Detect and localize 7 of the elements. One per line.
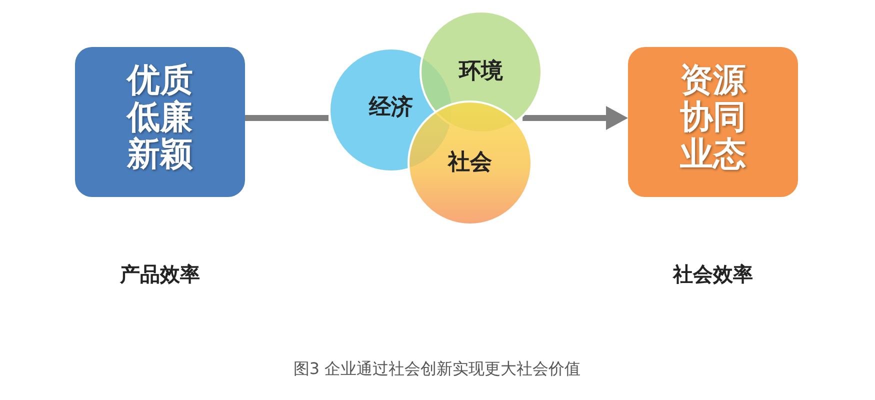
rounded-box: 资源协同业态 <box>628 47 798 197</box>
connector-line <box>245 115 328 121</box>
box-caption: 产品效率 <box>118 261 201 287</box>
figure-caption: 图3 企业通过社会创新实现更大社会价值 <box>292 359 582 379</box>
box-caption: 社会效率 <box>672 261 754 287</box>
rounded-box: 优质低廉新颖 <box>75 47 245 197</box>
arrow <box>522 106 628 130</box>
